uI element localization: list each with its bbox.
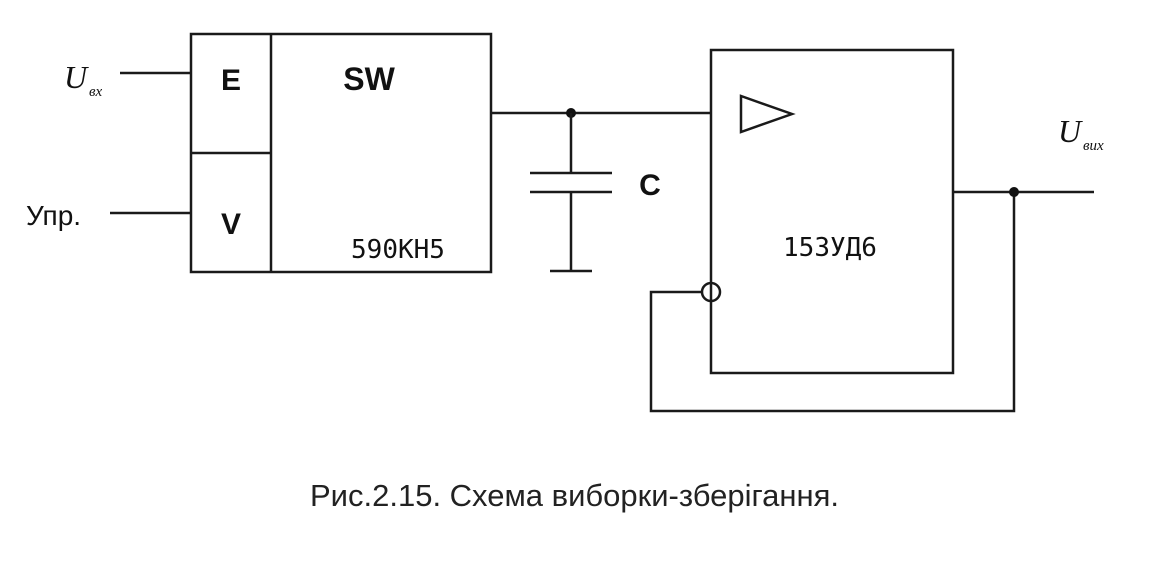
- switch-title: SW: [343, 61, 395, 97]
- switch-port-v: V: [221, 208, 241, 241]
- sample-hold-circuit: E V SW 590КН5 C 153УД6 U вх Упр. U вих: [26, 32, 1104, 413]
- switch-block: [189, 32, 493, 274]
- figure-caption: Рис.2.15. Схема виборки-зберігання.: [310, 478, 839, 513]
- switch-port-e: E: [221, 64, 241, 97]
- svg-text:U: U: [1058, 113, 1083, 149]
- input-signal-label: U вх: [64, 59, 103, 100]
- output-junction-dot: [1009, 187, 1019, 197]
- capacitor-label: C: [639, 169, 661, 202]
- svg-text:вх: вх: [89, 84, 103, 100]
- svg-text:вих: вих: [1083, 138, 1104, 154]
- capacitor-symbol: [530, 113, 612, 273]
- output-signal-label: U вих: [1058, 113, 1104, 154]
- svg-text:U: U: [64, 59, 89, 95]
- feedback-wire: [649, 192, 1016, 413]
- switch-part-number: 590КН5: [351, 235, 445, 265]
- amplifier-triangle-icon: [739, 94, 796, 134]
- amplifier-part-number: 153УД6: [783, 233, 877, 263]
- amplifier-block: [709, 48, 955, 375]
- control-input-label: Упр.: [26, 200, 81, 231]
